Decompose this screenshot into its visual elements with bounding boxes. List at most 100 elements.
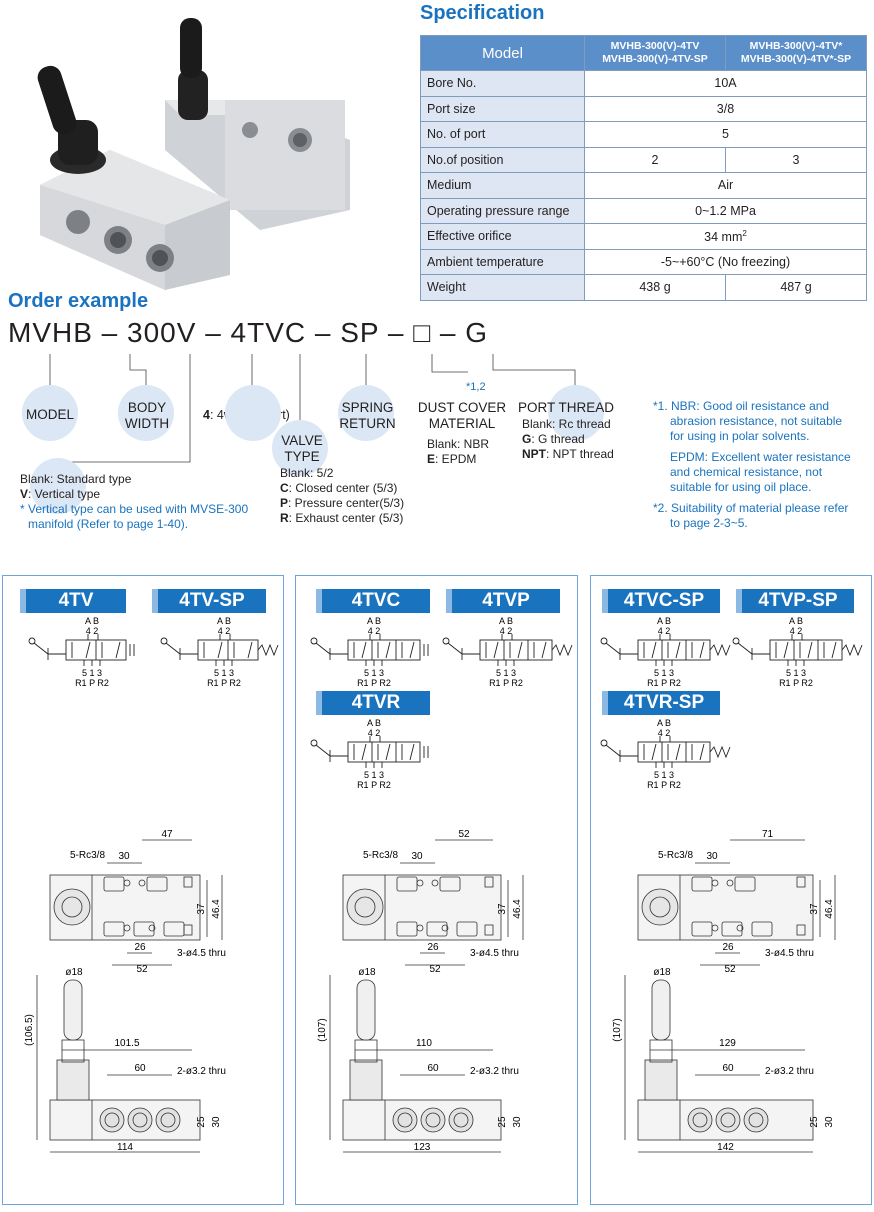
dimension-label: 52 — [429, 964, 441, 975]
valve-symbol: A B4 25 1 3R1 P R2 — [310, 616, 429, 688]
label-model: MODEL — [25, 407, 74, 422]
dimension-label: 60 — [134, 1063, 146, 1074]
tag-4tv: 4TV — [20, 589, 126, 613]
port-letters: A B — [657, 718, 671, 728]
dimension-label: 52 — [724, 964, 736, 975]
dust-mark: *1,2 — [466, 381, 486, 393]
hole-callout: 3-ø4.5 thru — [177, 948, 226, 959]
dimension-label: 47 — [161, 829, 173, 840]
dimension-label: (107) — [612, 1018, 623, 1041]
label-spring: SPRING RETURN — [339, 400, 396, 431]
port-letters: A B — [367, 616, 381, 626]
dimension-label: 46.4 — [512, 899, 523, 919]
port-numbers: 5 1 3 — [496, 668, 516, 678]
dimension-label: 30 — [824, 1116, 835, 1128]
valve-options: Blank: 5/2 C: Closed center (5/3) P: Pre… — [280, 466, 405, 525]
port-callout: 5-Rc3/8 — [70, 850, 105, 861]
tag-4tvr: 4TVR — [316, 691, 430, 715]
port-numbers: 4 2 — [658, 626, 671, 636]
panel-4tvc-sp — [590, 575, 872, 1205]
dimension-label: 52 — [136, 964, 148, 975]
port-letters: A B — [657, 616, 671, 626]
thread-options: Blank: Rc thread G: G thread NPT: NPT th… — [522, 417, 614, 461]
dust-options: Blank: NBR E: EPDM — [427, 437, 490, 466]
order-title: Order example — [8, 290, 149, 312]
dimension-label: (106.5) — [24, 1014, 35, 1046]
port-numbers: 4 2 — [86, 626, 99, 636]
spec-model-header: Model — [420, 35, 585, 71]
dimension-label: ø18 — [65, 967, 83, 978]
label-body-width: BODY WIDTH — [124, 400, 170, 431]
port-numbers: 5 1 3 — [654, 668, 674, 678]
port-names: R1 P R2 — [75, 678, 109, 688]
dimension-label: 25 — [196, 1116, 207, 1128]
dimension-label: 37 — [809, 903, 820, 915]
valve-symbol: A B4 2 5 1 3R1 P R2 — [28, 616, 135, 688]
dimension-label: 30 — [512, 1116, 523, 1128]
dimension-label: 25 — [809, 1116, 820, 1128]
bubble-model — [22, 385, 78, 441]
dimension-label: 71 — [762, 829, 774, 840]
hole-callout: 2-ø3.2 thru — [765, 1066, 814, 1077]
port-numbers: 5 1 3 — [786, 668, 806, 678]
dimension-label: 26 — [427, 942, 439, 953]
tag-4tvr-sp: 4TVR-SP — [602, 691, 720, 715]
port-numbers: 5 1 3 — [654, 770, 674, 780]
tag-4tvp: 4TVP — [446, 589, 560, 613]
port-callout: 5-Rc3/8 — [363, 850, 398, 861]
material-notes: *1. NBR: Good oil resistance and abrasio… — [653, 399, 851, 530]
tag-4tv-sp: 4TV-SP — [152, 589, 266, 613]
valve-symbol: A B4 25 1 3R1 P R2 — [600, 718, 731, 790]
spec-row: Bore No.10A — [420, 70, 867, 97]
dimension-label: 123 — [414, 1142, 431, 1153]
port-numbers: 4 2 — [218, 626, 231, 636]
port-letters: A B — [85, 616, 99, 626]
port-letters: A B — [217, 616, 231, 626]
port-numbers: 4 2 — [500, 626, 513, 636]
spec-row: Ambient temperature-5~+60°C (No freezing… — [420, 248, 867, 275]
dimension-label: (107) — [317, 1018, 328, 1041]
port-names: R1 P R2 — [489, 678, 523, 688]
valve-symbol: A B4 25 1 3R1 P R2 — [160, 616, 279, 688]
hole-callout: 2-ø3.2 thru — [470, 1066, 519, 1077]
dimension-label: 46.4 — [211, 899, 222, 919]
dimension-label: 30 — [211, 1116, 222, 1128]
port-numbers: 5 1 3 — [364, 770, 384, 780]
port-names: R1 P R2 — [647, 780, 681, 790]
valve-symbol: A B4 25 1 3R1 P R2 — [310, 718, 429, 790]
dimension-label: 37 — [196, 903, 207, 915]
port-letters: A B — [499, 616, 513, 626]
port-numbers: 5 1 3 — [82, 668, 102, 678]
dimension-label: 25 — [497, 1116, 508, 1128]
bubble-body-type — [30, 458, 86, 514]
hole-callout: 3-ø4.5 thru — [765, 948, 814, 959]
port-numbers: 4 2 — [790, 626, 803, 636]
port-numbers: 4 2 — [368, 626, 381, 636]
port-names: R1 P R2 — [207, 678, 241, 688]
dimension-label: 52 — [458, 829, 470, 840]
order-code: MVHB – 300V – 4TVC – SP – □ – G — [8, 317, 489, 348]
port-letters: A B — [367, 718, 381, 728]
dimension-label: 26 — [134, 942, 146, 953]
dimension-label: 129 — [719, 1038, 736, 1049]
port-names: R1 P R2 — [779, 678, 813, 688]
panel-4tvc — [295, 575, 578, 1205]
bubble-thread — [548, 385, 604, 441]
product-photo — [37, 18, 350, 290]
port-numbers: 5 1 3 — [364, 668, 384, 678]
dimension-label: 110 — [416, 1038, 432, 1049]
dimension-label: 114 — [117, 1142, 133, 1153]
panel-4tv — [2, 575, 284, 1205]
dimension-label: 26 — [722, 942, 734, 953]
dimension-label: 30 — [411, 851, 423, 862]
tag-4tvp-sp: 4TVP-SP — [736, 589, 854, 613]
body-options: Blank: Standard type V: Vertical type * … — [20, 472, 249, 531]
label-port-thread: PORT THREAD — [518, 400, 615, 415]
dimension-label: ø18 — [653, 967, 671, 978]
